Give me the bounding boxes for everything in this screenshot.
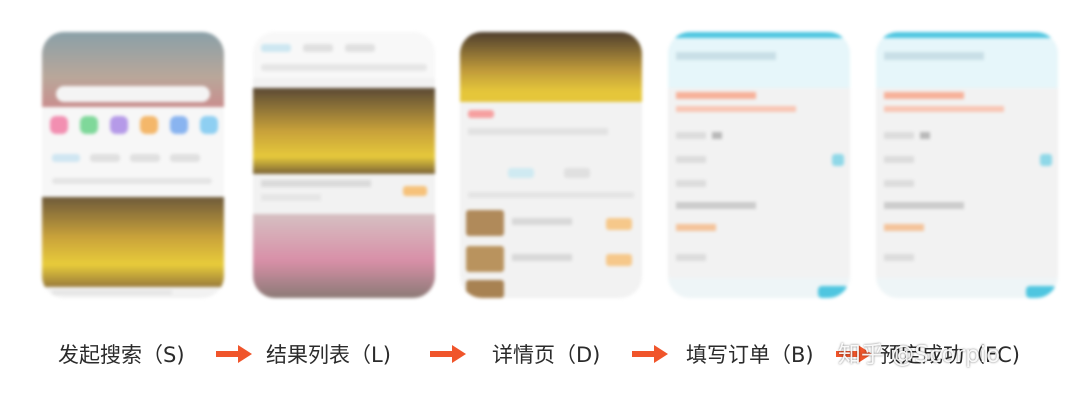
right-arrow-icon [216, 345, 252, 363]
step-label-detail: 详情页（D) [492, 343, 601, 367]
screenshot-detail [460, 32, 642, 298]
right-arrow-icon [430, 345, 466, 363]
right-arrow-icon [632, 345, 668, 363]
screenshot-fill-order [668, 32, 850, 298]
step-label-result-list: 结果列表（L) [266, 343, 391, 367]
step-label-booking-success: 预定成功（FC) [880, 343, 1020, 367]
step-label-fill-order: 填写订单（B) [686, 343, 814, 367]
right-arrow-icon [836, 345, 872, 363]
screenshot-result-list [253, 32, 435, 298]
screenshot-search [42, 32, 224, 298]
watermark: 知乎 @Scorpio [838, 342, 1001, 368]
step-label-search: 发起搜索（S) [58, 343, 185, 367]
screenshot-booking-success [876, 32, 1058, 298]
